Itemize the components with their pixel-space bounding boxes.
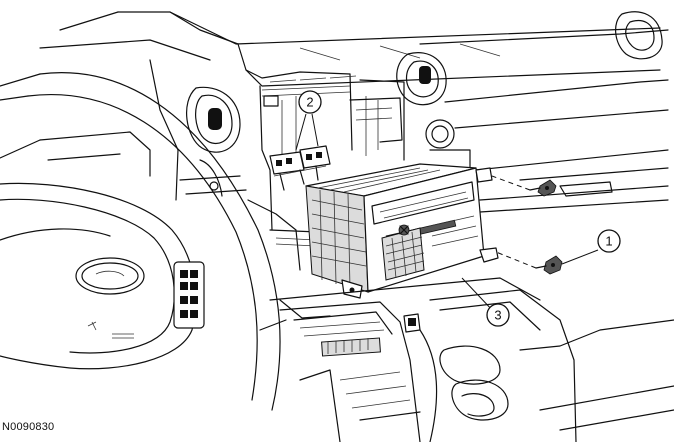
electrical-connectors bbox=[269, 145, 331, 191]
center-stack bbox=[149, 59, 471, 231]
callout-2: 2 bbox=[298, 90, 322, 114]
alignment-line-upper bbox=[491, 175, 531, 191]
callout-2-leader-b bbox=[311, 113, 319, 147]
callout-3-number: 3 bbox=[494, 308, 501, 323]
steering-wheel bbox=[0, 72, 281, 411]
radio-module bbox=[305, 163, 499, 299]
center-console bbox=[269, 277, 674, 442]
dashboard-upper bbox=[39, 11, 669, 213]
figure-id-label: N0090830 bbox=[2, 421, 55, 433]
bolt-lower bbox=[535, 255, 563, 275]
callout-1-number: 1 bbox=[605, 234, 612, 249]
callout-1-leader bbox=[561, 249, 599, 265]
callout-3-leader bbox=[461, 277, 495, 313]
callout-3: 3 bbox=[486, 303, 510, 327]
callout-2-number: 2 bbox=[306, 95, 313, 110]
callout-1: 1 bbox=[597, 229, 621, 253]
alignment-line-lower bbox=[495, 251, 537, 269]
radio-grille bbox=[381, 227, 425, 281]
callout-2-leader-a bbox=[295, 113, 307, 151]
bolt-upper bbox=[529, 179, 557, 197]
